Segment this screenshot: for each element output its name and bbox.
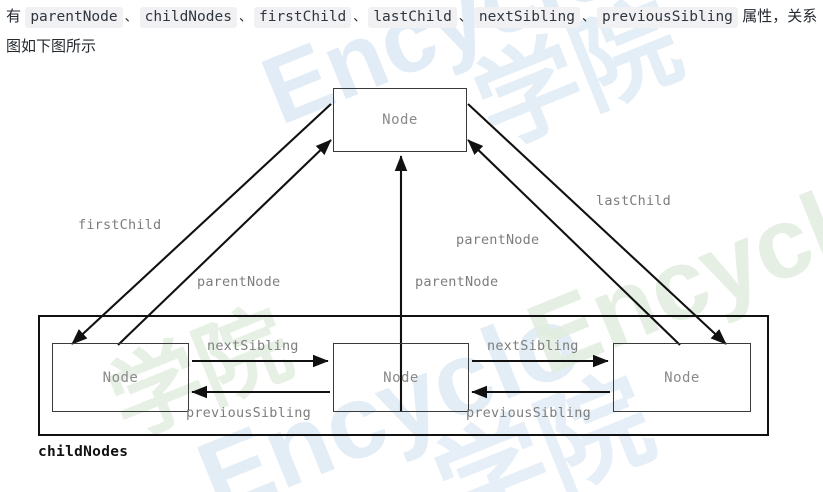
prose-tail: 属性，关系图如下图所示 — [6, 8, 818, 55]
edge-label-last-child: lastChild — [596, 193, 671, 209]
intro-paragraph: 有 parentNode、childNodes、firstChild、lastC… — [6, 2, 818, 61]
edge-label-previous-sibling-2: previousSibling — [466, 405, 591, 421]
parent-node-box-label: Node — [382, 112, 418, 128]
edge-parent-node-right — [467, 139, 681, 346]
child-node-box-3: Node — [613, 343, 751, 412]
prose-separator-5: 、 — [581, 9, 595, 24]
code-next-sibling: nextSibling — [473, 7, 580, 28]
code-previous-sibling: previousSibling — [596, 7, 738, 28]
edge-label-parent-node-left: parentNode — [197, 274, 281, 290]
child-node-box-2-label: Node — [383, 369, 419, 386]
code-parent-node: parentNode — [25, 7, 123, 28]
edge-label-previous-sibling-1: previousSibling — [186, 405, 311, 421]
prose-lead: 有 — [6, 8, 22, 25]
edge-first-child — [71, 103, 332, 345]
code-first-child: firstChild — [253, 7, 352, 28]
prose-separator-2: 、 — [238, 9, 252, 24]
code-child-nodes: childNodes — [139, 7, 237, 28]
child-node-box-2: Node — [333, 343, 469, 412]
prose-separator-4: 、 — [458, 9, 472, 24]
edge-label-parent-node-right: parentNode — [456, 232, 540, 248]
edge-last-child — [467, 103, 727, 345]
child-node-box-1: Node — [52, 343, 189, 412]
child-nodes-caption: childNodes — [38, 444, 129, 460]
child-nodes-container — [38, 315, 769, 436]
code-last-child: lastChild — [368, 7, 457, 28]
child-node-box-1-label: Node — [102, 369, 139, 386]
edge-label-first-child: firstChild — [78, 217, 162, 233]
edge-parent-node-left — [117, 139, 332, 346]
edge-label-parent-node-center: parentNode — [415, 274, 499, 290]
prose-separator-3: 、 — [353, 9, 367, 24]
edge-label-next-sibling-2: nextSibling — [487, 338, 579, 354]
prose-separator-1: 、 — [124, 9, 138, 24]
child-node-box-3-label: Node — [664, 369, 700, 386]
parent-node-box: Node — [333, 88, 467, 152]
edge-label-next-sibling-1: nextSibling — [207, 338, 299, 354]
